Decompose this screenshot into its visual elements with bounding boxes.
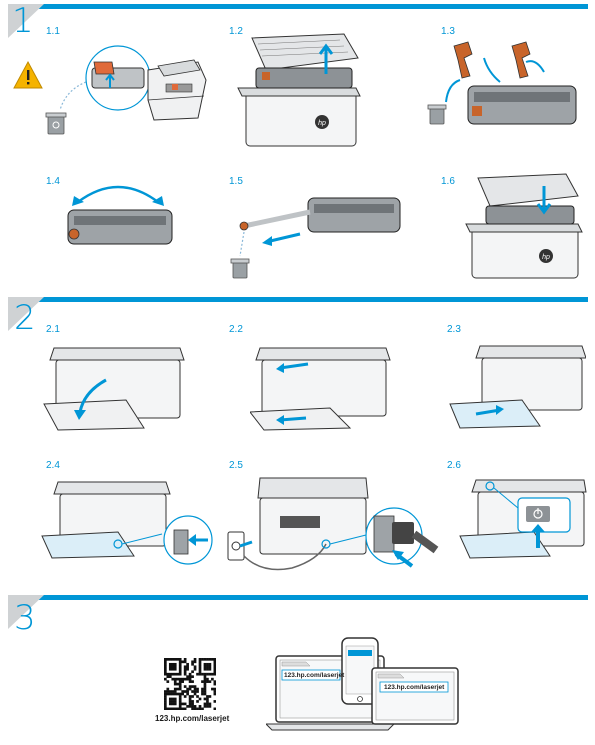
step-label-1-5: 1.5 xyxy=(229,176,243,187)
illustration-1-1 xyxy=(13,45,207,135)
section-2-rule xyxy=(8,297,588,302)
step-label-2-2: 2.2 xyxy=(229,324,243,335)
recycle-bin-icon xyxy=(45,112,67,135)
devices-illustration xyxy=(266,637,459,731)
step-label-2-6: 2.6 xyxy=(447,460,461,471)
section-2-number: 2 xyxy=(14,298,36,338)
qr-code-icon xyxy=(164,658,216,710)
illustration-2-3 xyxy=(449,345,586,429)
hp-logo-icon: hp xyxy=(539,249,553,263)
warning-icon xyxy=(13,60,43,89)
illustration-1-5 xyxy=(230,197,401,279)
section-3-tab xyxy=(8,595,44,629)
section-3-number: 3 xyxy=(14,598,36,638)
section-1-rule xyxy=(8,4,588,9)
illustration-2-4 xyxy=(41,481,213,565)
step-label-2-1: 2.1 xyxy=(46,324,60,335)
section-2-tab xyxy=(8,297,44,331)
step-label-2-5: 2.5 xyxy=(229,460,243,471)
step-label-1-1: 1.1 xyxy=(46,26,60,37)
svg-text:hp: hp xyxy=(542,254,550,261)
step-label-1-4: 1.4 xyxy=(46,176,60,187)
illustration-2-1 xyxy=(43,347,185,431)
step-label-1-6: 1.6 xyxy=(441,176,455,187)
illustration-1-6: hp xyxy=(465,173,583,279)
step-label-1-2: 1.2 xyxy=(229,26,243,37)
recycle-bin-icon xyxy=(230,258,250,279)
illustration-2-6 xyxy=(459,479,587,559)
svg-text:hp: hp xyxy=(318,120,326,127)
section-1-tab xyxy=(8,4,44,38)
section-3-rule xyxy=(8,595,588,600)
monitor xyxy=(371,667,459,725)
step-label-2-3: 2.3 xyxy=(447,324,461,335)
illustration-1-4 xyxy=(67,185,173,245)
illustration-1-3 xyxy=(427,41,577,125)
illustration-2-5 xyxy=(227,477,439,571)
phone xyxy=(341,637,379,705)
step-label-2-4: 2.4 xyxy=(46,460,60,471)
laptop-browser-url: 123.hp.com/laserjet xyxy=(284,672,345,679)
recycle-bin-icon xyxy=(427,104,447,125)
monitor-browser-url: 123.hp.com/laserjet xyxy=(384,684,445,691)
illustration-1-2: hp xyxy=(237,33,361,147)
step-label-1-3: 1.3 xyxy=(441,26,455,37)
illustration-2-2 xyxy=(250,347,391,431)
setup-url: 123.hp.com/laserjet xyxy=(155,714,230,723)
hp-logo-icon: hp xyxy=(315,115,329,129)
power-icon xyxy=(533,508,543,519)
section-1-number: 1 xyxy=(12,1,34,41)
